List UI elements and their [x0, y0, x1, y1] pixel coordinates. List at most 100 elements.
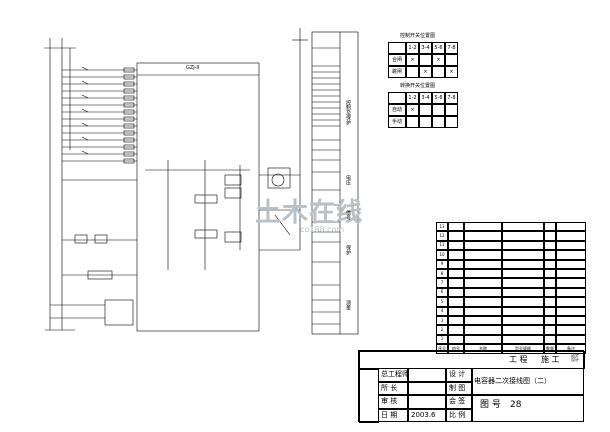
drawing-no-cell — [472, 395, 584, 422]
title-block-left-value — [408, 395, 446, 409]
equipment-cell — [544, 334, 556, 345]
project-label: 工 程 — [509, 355, 528, 364]
switch-table-cell: 7-8 — [445, 92, 458, 104]
switch-table-cell: 自动 — [388, 104, 406, 116]
equipment-cell — [502, 325, 544, 335]
switch-table-cell: × — [432, 54, 445, 66]
equipment-header-cell: 数量 — [544, 344, 556, 354]
equipment-cell — [464, 269, 502, 279]
panel-label: 测量 — [345, 300, 351, 310]
equipment-cell — [544, 240, 556, 251]
switch-table-cell: × — [406, 54, 419, 66]
equipment-cell — [448, 334, 464, 345]
switch-table-cell: 7-8 — [445, 42, 458, 54]
equipment-cell — [502, 269, 544, 279]
equipment-cell — [556, 316, 586, 326]
equipment-cell — [464, 306, 502, 316]
panel-label: 控制及保护 — [345, 100, 351, 125]
equipment-cell: 5 — [436, 297, 448, 307]
equipment-cell: 3 — [436, 316, 448, 326]
switch-table-cell: 1-2 — [406, 42, 419, 54]
equipment-header-cell: 符号 — [448, 344, 464, 354]
panel-label: 信号 — [345, 210, 351, 220]
equipment-cell — [448, 269, 464, 279]
switch-table-cell — [445, 116, 458, 128]
equipment-cell — [556, 222, 586, 232]
equipment-cell — [556, 259, 586, 269]
title-block-mid-label: 设 计 — [446, 368, 472, 382]
switch-table-cell: 跳闸 — [388, 66, 406, 78]
equipment-cell — [502, 259, 544, 269]
equipment-cell: 12 — [436, 231, 448, 241]
equipment-cell — [556, 240, 586, 251]
equipment-cell — [556, 287, 586, 298]
switch-table-2-title: 转换开关位置图 — [400, 83, 436, 89]
equipment-header-cell: 序号 — [436, 344, 448, 354]
equipment-cell — [502, 334, 544, 345]
equipment-cell: 4 — [436, 306, 448, 316]
switch-table-cell — [432, 104, 445, 116]
switch-table-cell: × — [419, 66, 432, 78]
switch-table-cell — [419, 116, 432, 128]
equipment-cell — [502, 316, 544, 326]
equipment-cell: 2 — [436, 325, 448, 335]
switch-table-cell — [406, 66, 419, 78]
switch-table-cell: 3-4 — [419, 42, 432, 54]
equipment-cell: 13 — [436, 222, 448, 232]
switch-table-cell: × — [406, 104, 419, 116]
equipment-cell — [464, 334, 502, 345]
equipment-cell — [448, 297, 464, 307]
equipment-cell — [502, 306, 544, 316]
switch-table-cell — [432, 116, 445, 128]
equipment-cell — [544, 250, 556, 260]
panel-label: 保护 — [345, 245, 351, 255]
equipment-cell — [464, 222, 502, 232]
drawing-title: 电容器二次接线图（二） — [474, 377, 551, 385]
title-block-mid-label: 会 签 — [446, 395, 472, 409]
stage-label: 初步 设计 — [571, 353, 579, 362]
equipment-cell — [464, 287, 502, 298]
equipment-cell: 7 — [436, 278, 448, 288]
equipment-cell — [544, 269, 556, 279]
equipment-cell — [544, 325, 556, 335]
equipment-header-cell: 名称 — [464, 344, 502, 354]
switch-table-cell: 合闸 — [388, 54, 406, 66]
equipment-cell — [502, 278, 544, 288]
equipment-cell — [464, 297, 502, 307]
equipment-cell — [448, 259, 464, 269]
switch-table-cell — [406, 116, 419, 128]
relay-box-label: GZJ-II — [186, 65, 200, 71]
equipment-cell — [464, 278, 502, 288]
equipment-cell — [448, 278, 464, 288]
title-block-left-label: 日 期 — [378, 408, 408, 422]
title-block-mid-label: 比 例 — [446, 408, 472, 422]
switch-table-cell — [419, 54, 432, 66]
equipment-cell — [502, 297, 544, 307]
title-block-left-value — [408, 368, 446, 382]
equipment-cell — [464, 259, 502, 269]
equipment-cell — [448, 306, 464, 316]
equipment-cell: 9 — [436, 259, 448, 269]
switch-table-cell: 3-4 — [419, 92, 432, 104]
switch-table-cell — [419, 104, 432, 116]
equipment-cell — [448, 287, 464, 298]
equipment-cell: 1 — [436, 334, 448, 345]
equipment-cell — [502, 240, 544, 251]
equipment-cell: 6 — [436, 287, 448, 298]
equipment-cell — [544, 287, 556, 298]
equipment-cell — [502, 231, 544, 241]
equipment-cell: 11 — [436, 240, 448, 251]
equipment-cell — [556, 250, 586, 260]
title-block-left-label: 所 长 — [378, 381, 408, 395]
equipment-cell — [464, 325, 502, 335]
equipment-header-cell: 备注 — [556, 344, 586, 354]
switch-table-1-title: 控制开关位置图 — [400, 33, 436, 39]
equipment-cell — [556, 278, 586, 288]
equipment-cell — [544, 231, 556, 241]
equipment-cell — [544, 259, 556, 269]
equipment-cell — [448, 316, 464, 326]
equipment-cell — [448, 231, 464, 241]
equipment-cell: 10 — [436, 250, 448, 260]
